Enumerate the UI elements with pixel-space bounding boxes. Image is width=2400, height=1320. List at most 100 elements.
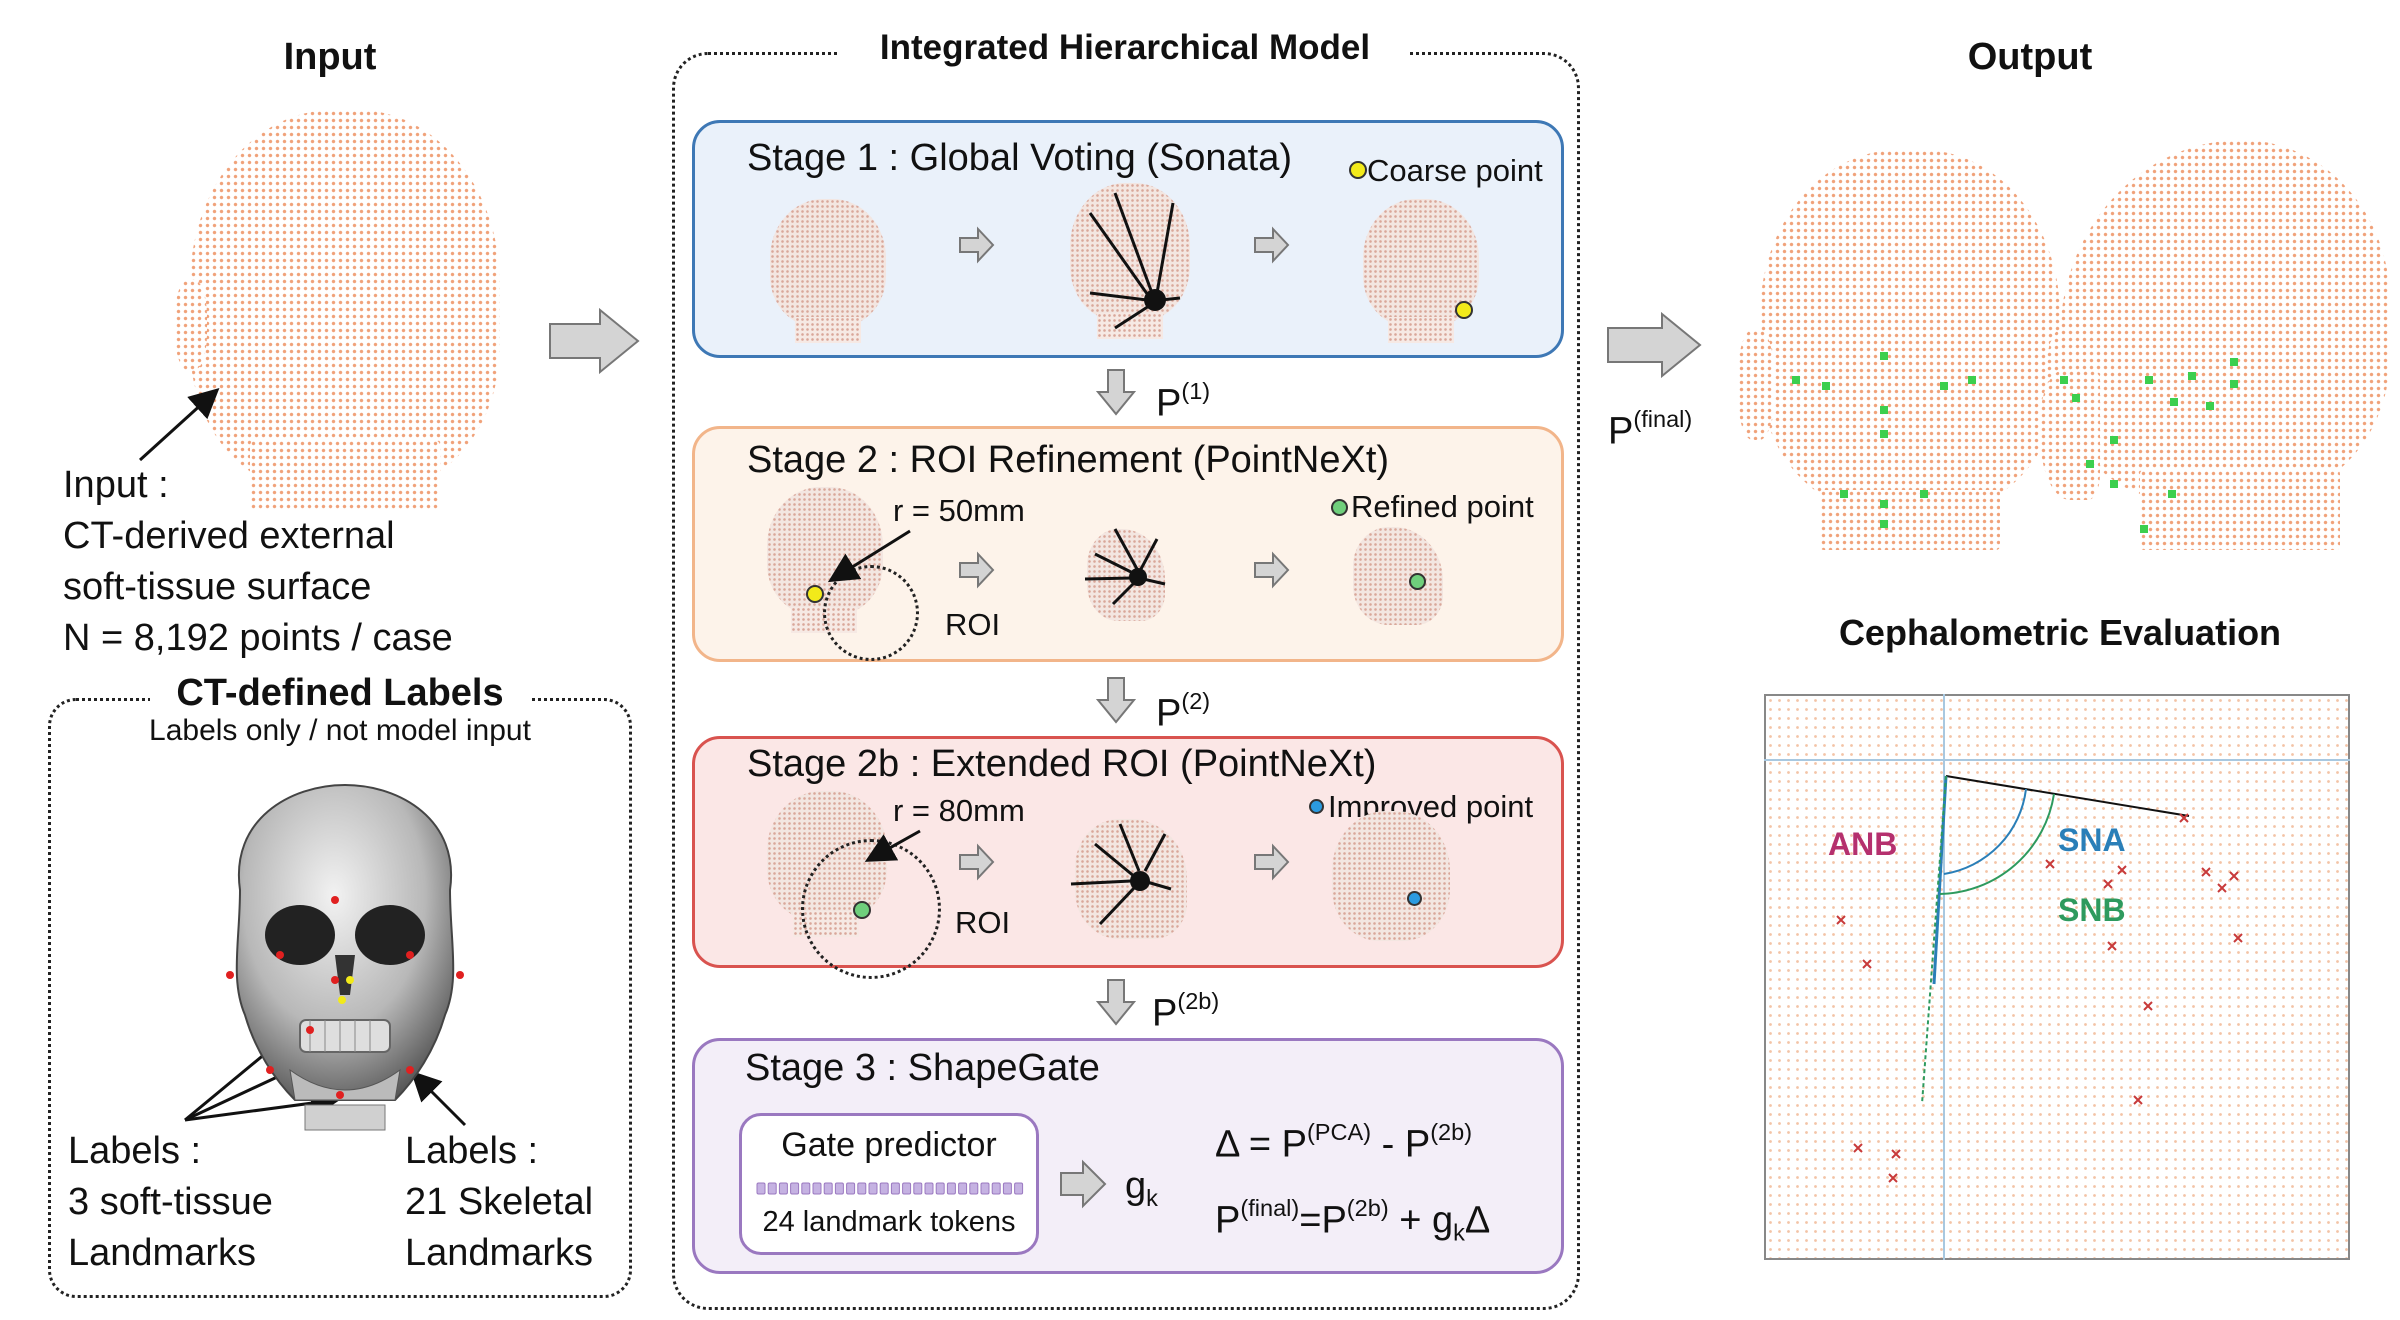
skeletal-pointer	[410, 1070, 467, 1127]
landmark-token	[846, 1182, 856, 1195]
p2b-label: P(2b)	[1152, 976, 1219, 1039]
input-label-line1: Input :	[63, 464, 169, 506]
stage2b-improved-point	[1407, 891, 1422, 906]
landmark-token	[1002, 1182, 1012, 1195]
p1-arrow	[1096, 369, 1136, 416]
model-to-output-arrow	[1607, 312, 1702, 378]
landmark-tokens-label: 24 landmark tokens	[762, 1206, 1016, 1238]
stage2-result-crop	[1353, 527, 1443, 625]
eq2-part-a: P	[1215, 1199, 1241, 1242]
output-head-front	[1760, 150, 2060, 510]
eq2-sub-k: k	[1453, 1219, 1465, 1246]
eq2-sup-final: (final)	[1240, 1195, 1300, 1221]
snb-label: SNB	[2058, 892, 2126, 928]
input-description: Input : CT-derived external soft-tissue …	[63, 460, 513, 664]
eq1-sup-pca: (PCA)	[1306, 1119, 1372, 1145]
p2-sup: (2)	[1181, 688, 1211, 714]
right-label-line1: Labels :	[405, 1130, 539, 1172]
ceph-panel	[1764, 694, 2350, 1260]
landmark-token	[969, 1182, 979, 1195]
p2b-base: P	[1152, 992, 1178, 1035]
ceph-title: Cephalometric Evaluation	[1838, 612, 2282, 653]
stage1-overlay	[959, 192, 1290, 330]
landmark-token	[991, 1182, 1001, 1195]
input-ear-pointcloud	[175, 280, 207, 370]
sna-label: SNA	[2058, 822, 2126, 858]
stage2b-title: Stage 2b : Extended ROI (PointNeXt)	[747, 743, 1377, 785]
skeletal-labels: Labels : 21 Skeletal Landmarks	[405, 1126, 625, 1279]
stage1-panel: Stage 1 : Global Voting (Sonata) Coarse …	[692, 120, 1564, 358]
stage2-title: Stage 2 : ROI Refinement (PointNeXt)	[747, 439, 1390, 481]
stage1-title: Stage 1 : Global Voting (Sonata)	[747, 137, 1293, 179]
stage1-legend: Coarse point	[1367, 153, 1543, 188]
landmark-token	[958, 1182, 968, 1195]
landmark-token	[902, 1182, 912, 1195]
landmark-token-row	[756, 1182, 1026, 1196]
gk-base: g	[1125, 1165, 1147, 1207]
input-label-line3: soft-tissue surface	[63, 566, 372, 608]
final-equation: P(final)=P(2b) + gkΔ	[1215, 1183, 1490, 1259]
eq1-part-a: Δ = P	[1215, 1123, 1307, 1166]
model-title: Integrated Hierarchical Model	[840, 28, 1410, 68]
p2b-arrow	[1096, 979, 1136, 1026]
output-landmarks	[1792, 352, 2238, 533]
landmark-token	[1014, 1182, 1024, 1195]
pfinal-base: P	[1608, 410, 1634, 453]
landmark-token	[890, 1182, 900, 1195]
improved-point-swatch	[1309, 799, 1324, 814]
eq2-part-c: + g	[1388, 1199, 1454, 1242]
coarse-point-swatch	[1349, 161, 1367, 179]
stage2-roi: ROI	[945, 607, 1001, 642]
eq2-sup-2b: (2b)	[1346, 1195, 1389, 1221]
eq1-part-b: - P	[1371, 1123, 1431, 1166]
gate-predictor-box: Gate predictor 24 landmark tokens	[739, 1113, 1039, 1255]
stage2b-roi: ROI	[955, 905, 1011, 940]
landmark-tokens	[756, 1182, 1024, 1195]
p2-label: P(2)	[1156, 676, 1210, 739]
anb-label: ANB	[1828, 826, 1898, 862]
pfinal-label: P(final)	[1608, 394, 1692, 457]
output-title: Output	[1967, 36, 2093, 78]
gk-label: gk	[1125, 1161, 1158, 1224]
stage2-overlay	[827, 528, 1290, 606]
landmark-token	[879, 1182, 889, 1195]
left-label-line2: 3 soft-tissue	[68, 1181, 273, 1223]
pfinal-sup: (final)	[1633, 406, 1693, 432]
stage2b-radius: r = 80mm	[893, 793, 1025, 828]
eq2-part-d: Δ	[1464, 1199, 1491, 1242]
stage3-title: Stage 3 : ShapeGate	[745, 1047, 1100, 1089]
landmark-token	[924, 1182, 934, 1195]
p1-sup: (1)	[1181, 378, 1211, 404]
right-label-line3: Landmarks	[405, 1232, 593, 1274]
stage2-legend: Refined point	[1351, 489, 1534, 524]
landmark-token	[834, 1182, 844, 1195]
landmark-token	[868, 1182, 878, 1195]
stage1-neck-c	[1388, 317, 1454, 343]
stage2-panel: Stage 2 : ROI Refinement (PointNeXt) Ref…	[692, 426, 1564, 662]
gate-predictor-title: Gate predictor	[781, 1126, 997, 1164]
p2-arrow	[1096, 677, 1136, 724]
input-title: Input	[283, 36, 377, 78]
left-label-line1: Labels :	[68, 1130, 202, 1172]
landmark-token	[946, 1182, 956, 1195]
gk-sub: k	[1146, 1185, 1158, 1212]
ceph-overlay	[1764, 694, 2350, 1260]
input-head-pointcloud	[190, 110, 500, 490]
output-ear-left	[1738, 330, 1774, 440]
landmark-token	[801, 1182, 811, 1195]
stage2-roi-circle	[823, 565, 919, 661]
landmark-token	[756, 1182, 766, 1195]
soft-tissue-pointer-3	[184, 1088, 341, 1122]
input-to-model-arrow	[549, 308, 640, 374]
p2b-sup: (2b)	[1177, 988, 1220, 1014]
eq1-sup-2b: (2b)	[1430, 1119, 1473, 1145]
landmark-token	[980, 1182, 990, 1195]
soft-tissue-labels: Labels : 3 soft-tissue Landmarks	[68, 1126, 298, 1279]
delta-equation: Δ = P(PCA) - P(2b)	[1215, 1107, 1472, 1170]
stage2-radius: r = 50mm	[893, 493, 1025, 528]
stage3-panel: Stage 3 : ShapeGate Gate predictor 24 la…	[692, 1038, 1564, 1274]
landmark-token	[812, 1182, 822, 1195]
stage2-input-point	[806, 585, 824, 603]
landmark-token	[790, 1182, 800, 1195]
input-label-line4: N = 8,192 points / case	[63, 617, 453, 659]
